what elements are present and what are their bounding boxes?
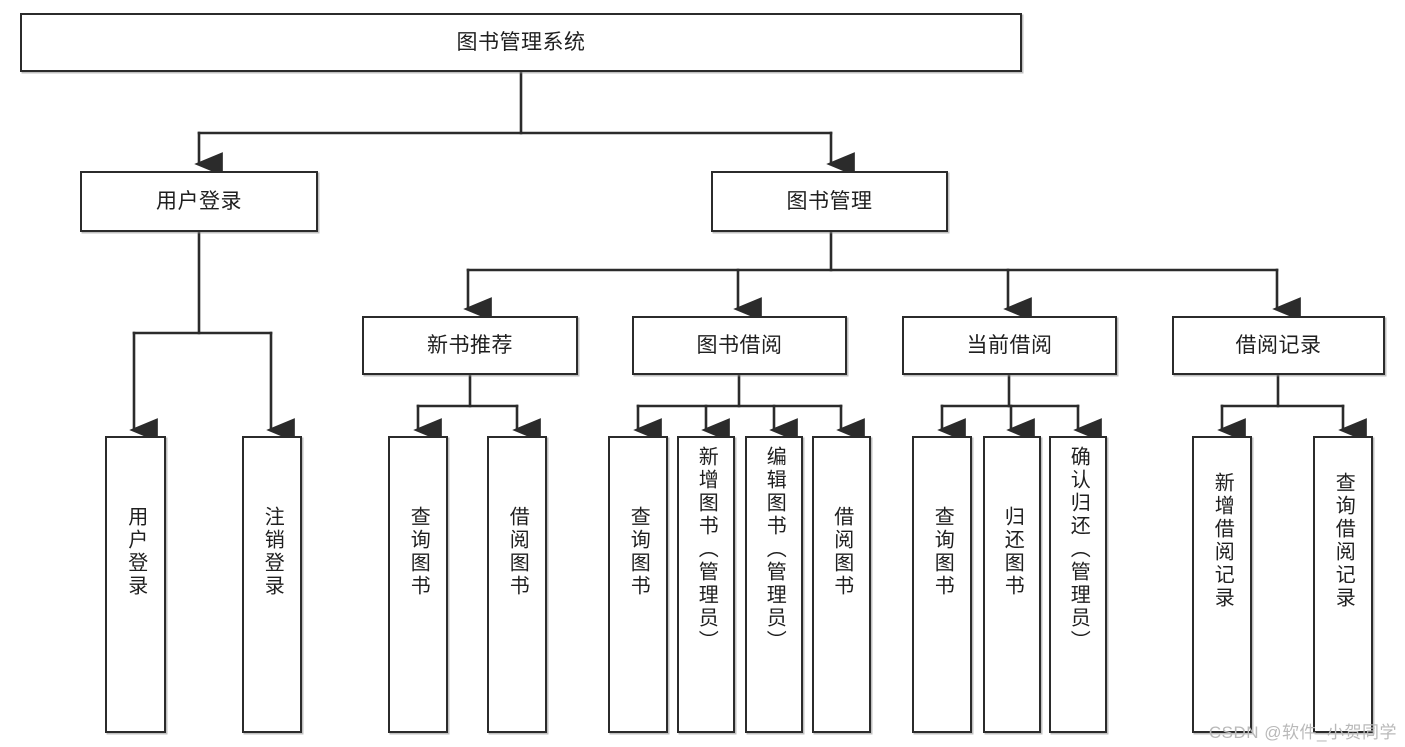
node-leaf-add-borrow-record[interactable]: 新增借阅记录 xyxy=(1192,436,1252,733)
node-leaf-query-book-borrow-label: 查询图书 xyxy=(627,506,650,598)
node-leaf-add-book[interactable]: 新增图书（管理员） xyxy=(677,436,735,733)
node-user-login-label: 用户登录 xyxy=(156,189,242,213)
node-leaf-logout-login-label: 注销登录 xyxy=(261,506,284,598)
node-leaf-query-borrow-record-label: 查询借阅记录 xyxy=(1332,472,1355,610)
node-book-management-label: 图书管理 xyxy=(786,189,873,213)
node-leaf-add-borrow-record-label: 新增借阅记录 xyxy=(1211,472,1234,610)
node-book-borrow[interactable]: 图书借阅 xyxy=(632,316,847,375)
node-leaf-query-book-current-label: 查询图书 xyxy=(931,506,954,598)
node-leaf-borrow-book-label: 借阅图书 xyxy=(830,506,853,598)
node-leaf-return-book-label: 归还图书 xyxy=(1001,506,1024,598)
node-new-book-recommend[interactable]: 新书推荐 xyxy=(362,316,578,375)
node-leaf-add-book-label: 新增图书（管理员） xyxy=(695,446,718,653)
node-leaf-user-login[interactable]: 用户登录 xyxy=(105,436,166,733)
node-leaf-confirm-return-label: 确认归还（管理员） xyxy=(1067,446,1090,653)
node-leaf-query-book-recommend-label: 查询图书 xyxy=(407,506,430,598)
node-root[interactable]: 图书管理系统 xyxy=(20,13,1022,72)
node-new-book-recommend-label: 新书推荐 xyxy=(427,333,513,357)
csdn-watermark: CSDN @软件_小贺同学 xyxy=(1208,723,1397,742)
node-leaf-borrow-book-recommend[interactable]: 借阅图书 xyxy=(487,436,547,733)
node-leaf-edit-book[interactable]: 编辑图书（管理员） xyxy=(745,436,803,733)
node-current-borrow[interactable]: 当前借阅 xyxy=(902,316,1117,375)
node-root-label: 图书管理系统 xyxy=(456,30,586,54)
node-user-login[interactable]: 用户登录 xyxy=(80,171,318,232)
node-leaf-user-login-label: 用户登录 xyxy=(124,506,147,598)
node-leaf-confirm-return[interactable]: 确认归还（管理员） xyxy=(1049,436,1107,733)
node-leaf-return-book[interactable]: 归还图书 xyxy=(983,436,1041,733)
node-leaf-borrow-book[interactable]: 借阅图书 xyxy=(812,436,871,733)
node-borrow-record-label: 借阅记录 xyxy=(1235,333,1322,357)
node-leaf-query-book-recommend[interactable]: 查询图书 xyxy=(388,436,448,733)
node-leaf-edit-book-label: 编辑图书（管理员） xyxy=(763,446,786,653)
node-borrow-record[interactable]: 借阅记录 xyxy=(1172,316,1385,375)
node-leaf-query-borrow-record[interactable]: 查询借阅记录 xyxy=(1313,436,1373,733)
node-leaf-query-book-borrow[interactable]: 查询图书 xyxy=(608,436,668,733)
node-leaf-logout-login[interactable]: 注销登录 xyxy=(242,436,302,733)
node-leaf-borrow-book-recommend-label: 借阅图书 xyxy=(506,506,529,598)
node-current-borrow-label: 当前借阅 xyxy=(966,333,1053,357)
node-leaf-query-book-current[interactable]: 查询图书 xyxy=(912,436,972,733)
node-book-borrow-label: 图书借阅 xyxy=(696,333,783,357)
node-book-management[interactable]: 图书管理 xyxy=(711,171,948,232)
